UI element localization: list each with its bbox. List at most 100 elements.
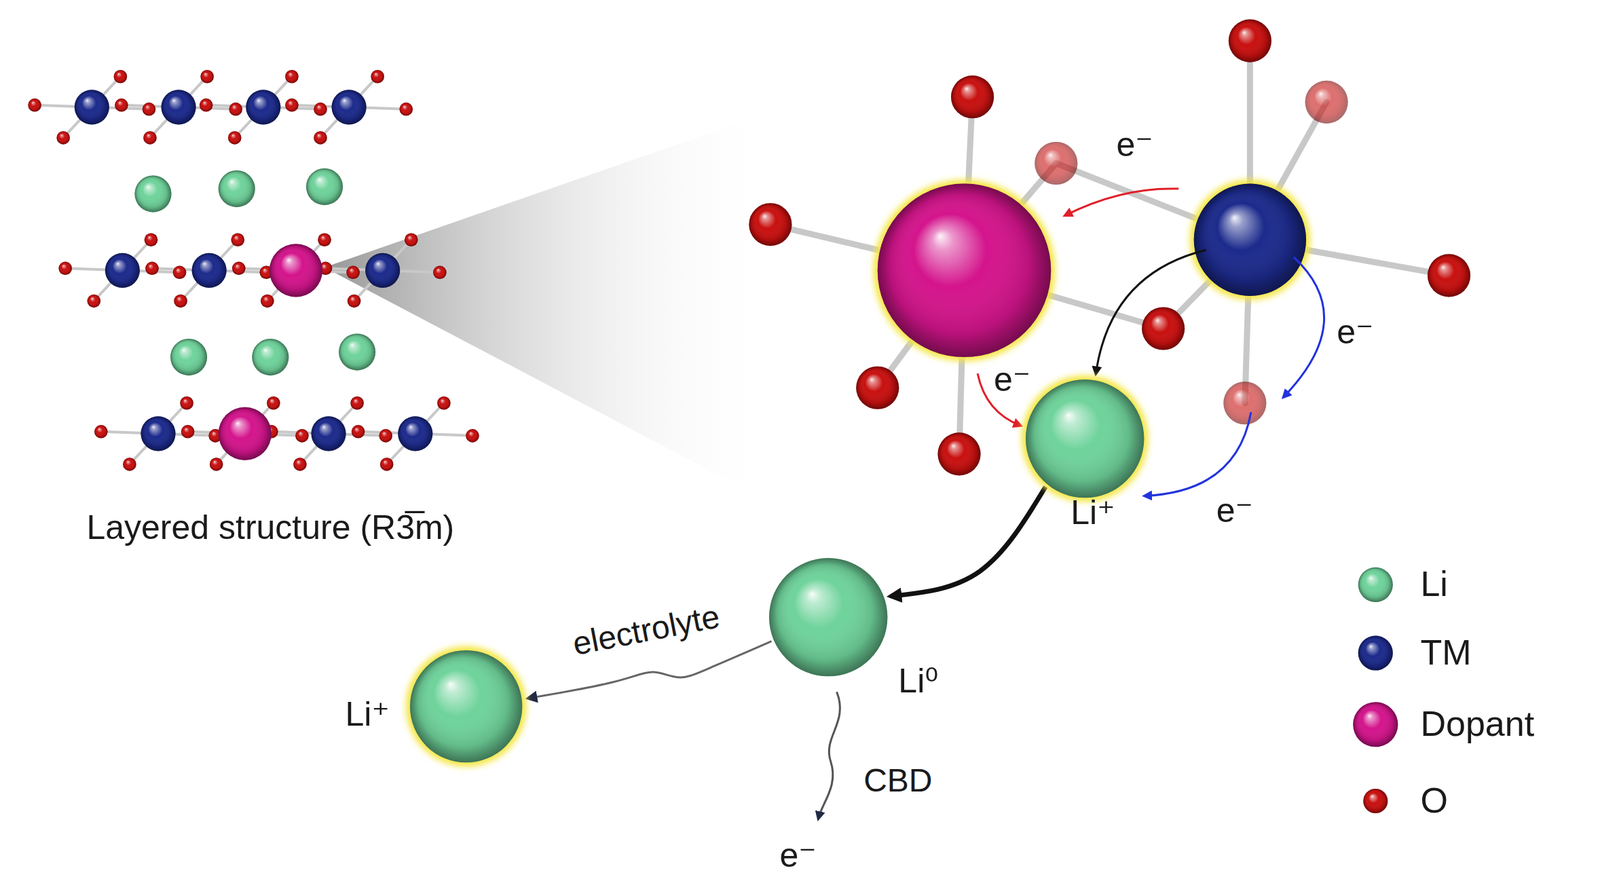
- shading: [465, 429, 480, 443]
- dopant-atom-body: [218, 407, 272, 461]
- shading: [1194, 183, 1307, 296]
- shading: [209, 457, 224, 472]
- shading: [144, 232, 159, 247]
- oxygen-atom: [94, 424, 108, 439]
- oxygen-atom-body: [285, 69, 299, 84]
- atom-node: Li⁺: [1025, 379, 1144, 498]
- shading: [181, 424, 195, 439]
- li-atom-body: [410, 650, 523, 763]
- oxygen-atom-body: [228, 102, 243, 117]
- oxygen-atom-body: [173, 294, 188, 309]
- shading: [170, 338, 208, 376]
- shading: [122, 457, 137, 472]
- shading: [951, 75, 994, 119]
- legend-swatch: [1358, 635, 1393, 671]
- oxygen-atom: [122, 457, 137, 472]
- shading: [937, 432, 981, 476]
- dopant-atom: [873, 179, 1056, 362]
- tm-atom: [74, 89, 110, 125]
- tm-atom-body: [105, 253, 140, 288]
- shading: [351, 424, 366, 439]
- tm-atom-body: [245, 89, 281, 125]
- shading: [1358, 635, 1393, 671]
- li-sphere: [769, 557, 888, 677]
- zoom-wedge: [324, 109, 776, 506]
- oxygen-atom: [380, 457, 394, 472]
- oxygen-atom-body: [232, 262, 246, 276]
- oxygen-atom-body: [87, 294, 102, 309]
- oxygen-atom-body: [200, 69, 214, 84]
- shading: [94, 424, 108, 439]
- li-atom-body: [134, 175, 172, 213]
- oxygen-atom: [58, 262, 72, 276]
- shading: [313, 102, 328, 117]
- shading: [114, 69, 128, 84]
- oxygen-atom: [404, 232, 419, 247]
- li-sphere: [1025, 379, 1144, 498]
- li-atom-body: [769, 557, 888, 677]
- oxygen-atom-body: [27, 98, 42, 113]
- tm-atom: [365, 253, 400, 288]
- dopant-atom: [269, 243, 323, 297]
- shading: [404, 232, 419, 247]
- shading: [140, 416, 176, 451]
- oxygen-atom-body: [351, 424, 366, 439]
- oxygen-atom-body: [143, 131, 157, 145]
- oxygen-atom-body: [313, 131, 328, 145]
- oxygen-atom-body: [293, 457, 307, 472]
- tm-atom-body: [365, 253, 400, 288]
- oxygen-atom-body: [145, 262, 159, 276]
- shading: [218, 170, 256, 208]
- legend-swatch-body: [1352, 701, 1398, 747]
- oxygen-atom-body: [465, 429, 480, 443]
- shading: [295, 429, 309, 443]
- oxygen-atom: [144, 232, 159, 247]
- oxygen-atom-body: [114, 69, 128, 84]
- oxygen-atom-body: [266, 396, 281, 411]
- oxygen-atom: [199, 98, 214, 113]
- oxygen-atom-body: [228, 131, 242, 145]
- tm-atom-body: [161, 89, 197, 125]
- oxygen-atom-body: [58, 262, 72, 276]
- oxygen-atom-body: [1034, 141, 1078, 185]
- shading: [285, 69, 299, 84]
- tm-atom: [192, 253, 227, 288]
- tm-atom: [245, 89, 281, 125]
- oxygen-atom-body: [122, 457, 137, 472]
- shading: [397, 416, 433, 451]
- oxygen-atom: [1228, 19, 1272, 63]
- electron-arrow: [1283, 257, 1325, 398]
- oxygen-atom: [285, 69, 299, 84]
- oxygen-atom-body: [285, 98, 299, 113]
- shading: [232, 262, 246, 276]
- transfer-arrow: [528, 641, 772, 699]
- electron-label: e⁻: [993, 361, 1031, 399]
- shading: [399, 102, 413, 117]
- shading: [173, 294, 188, 309]
- li-atom-body: [338, 333, 376, 371]
- li-atom: [170, 338, 208, 376]
- legend-text: Dopant: [1420, 705, 1535, 744]
- oxygen-atom: [313, 102, 328, 117]
- oxygen-atom: [56, 131, 70, 145]
- li-atom: [251, 338, 289, 376]
- oxygen-atom: [228, 102, 243, 117]
- legend-text: O: [1420, 781, 1448, 821]
- shading: [433, 266, 447, 280]
- oxygen-atom-body: [295, 429, 309, 443]
- oxygen-atom: [181, 424, 195, 439]
- tm-atom-body: [331, 89, 367, 125]
- tm-atom-body: [140, 416, 176, 451]
- layered-structure: [27, 69, 479, 472]
- oxygen-atom: [145, 262, 159, 276]
- shading: [877, 183, 1052, 358]
- oxygen-atom-body: [260, 294, 275, 309]
- oxygen-atom-body: [173, 266, 187, 280]
- glow: [1021, 375, 1148, 502]
- oxygen-atom-body: [144, 232, 159, 247]
- shading: [1223, 381, 1267, 425]
- shading: [143, 131, 157, 145]
- shading: [338, 333, 376, 371]
- shading: [1363, 788, 1388, 814]
